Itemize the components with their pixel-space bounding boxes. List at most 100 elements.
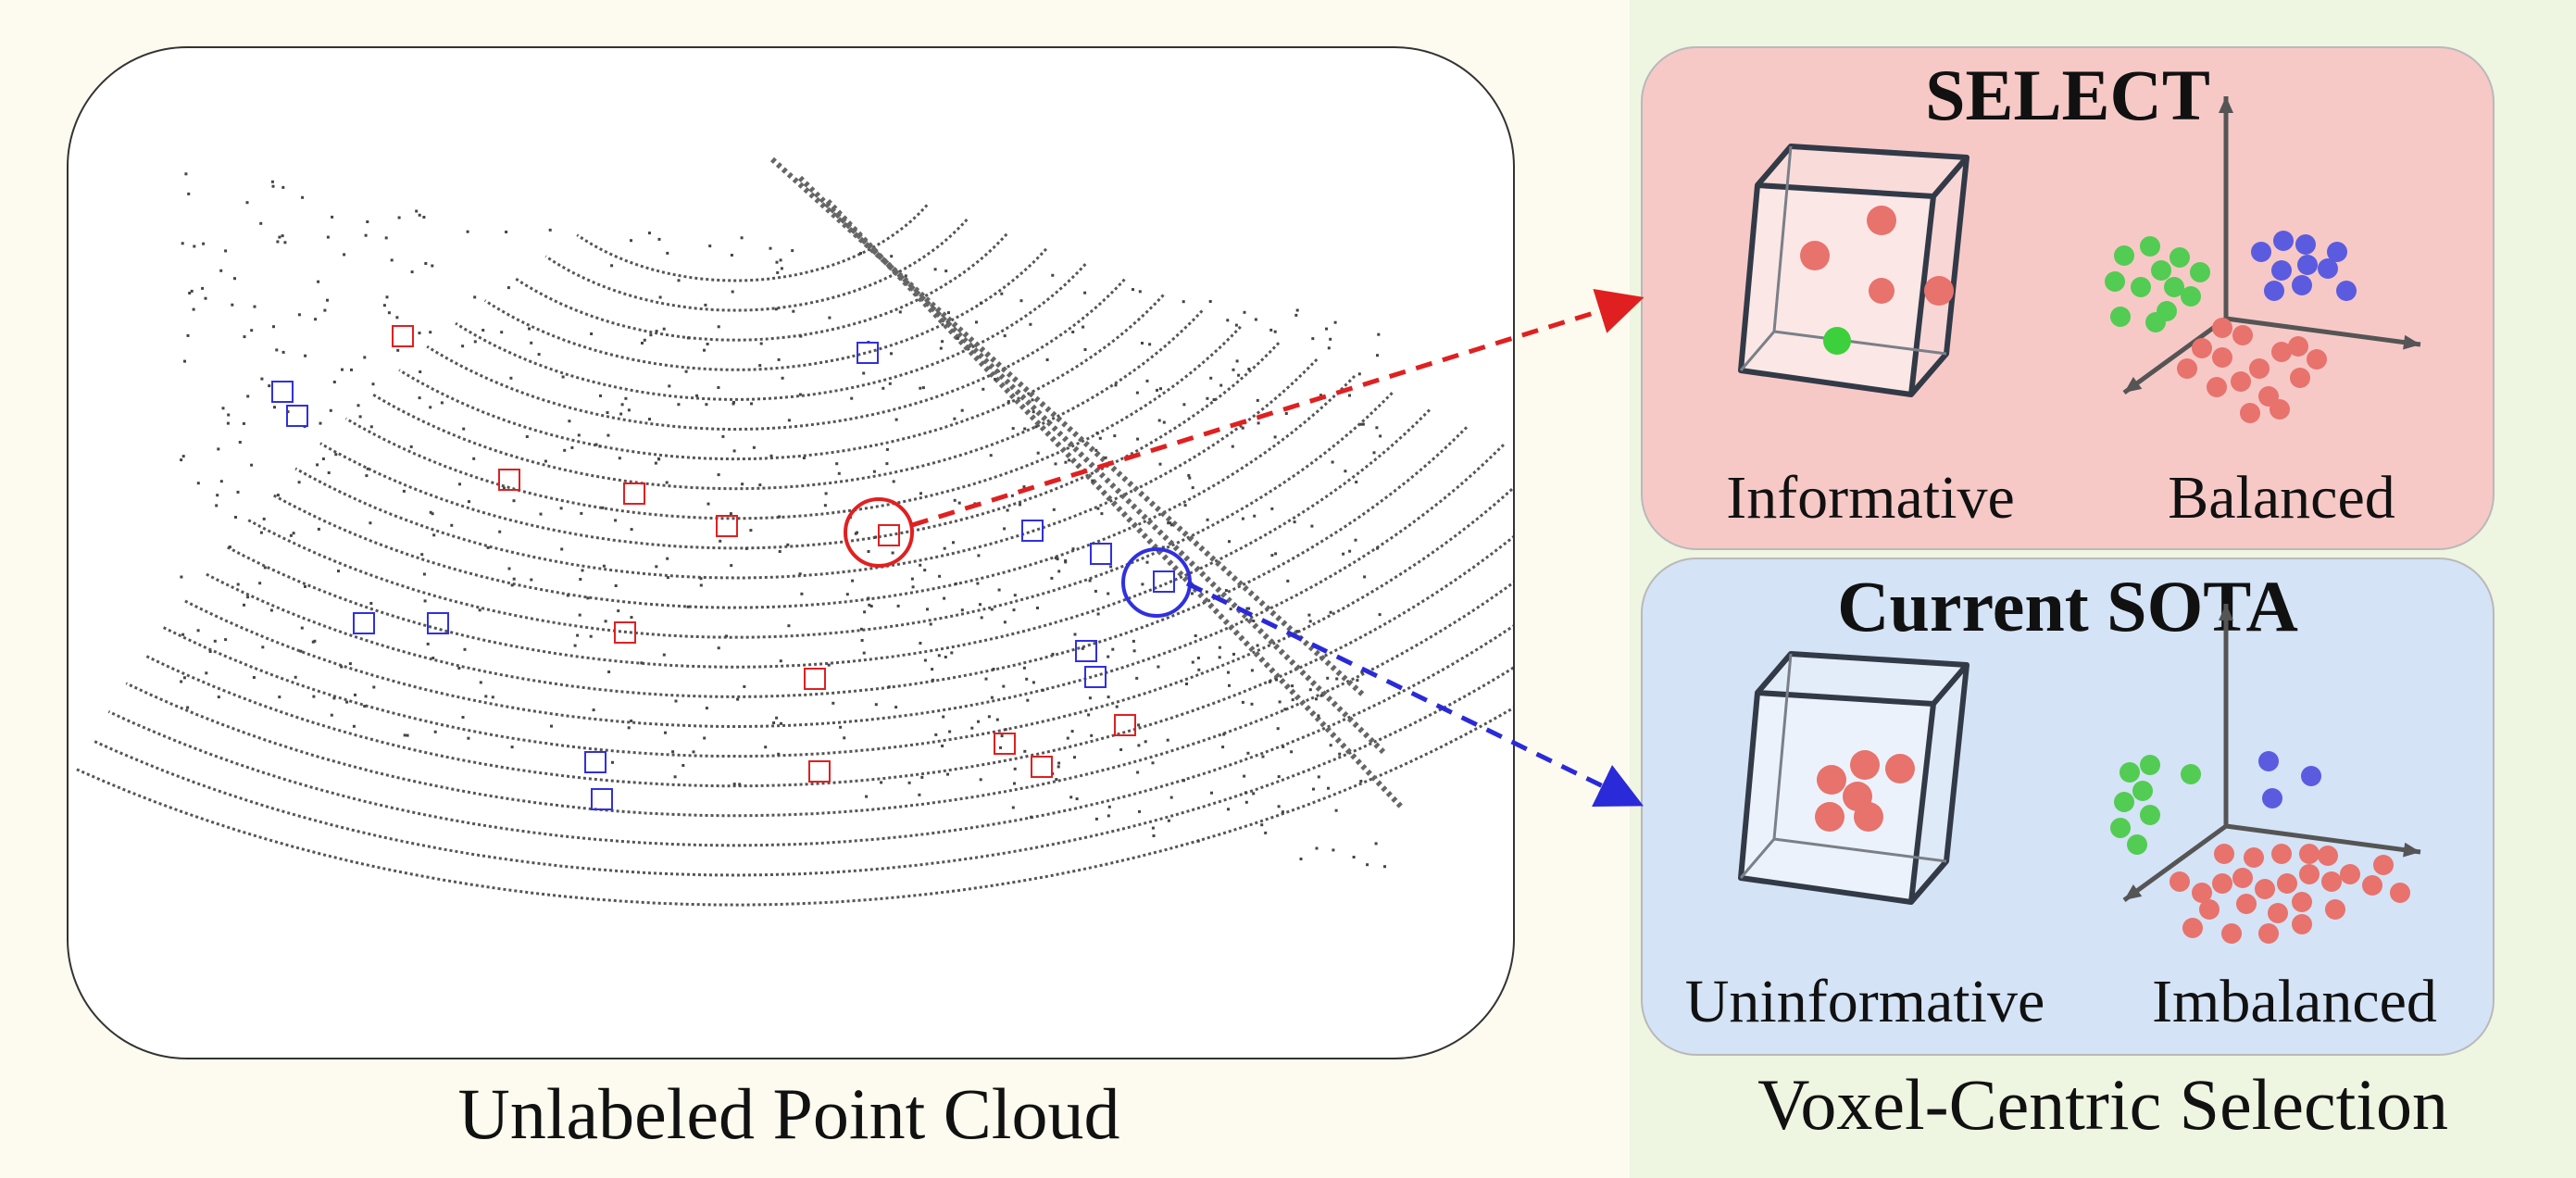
lidar-point	[577, 433, 581, 437]
lidar-point	[979, 603, 982, 607]
lidar-point	[953, 417, 957, 420]
lidar-point	[1094, 817, 1098, 821]
scatter-dot	[2110, 818, 2131, 838]
lidar-point	[1032, 410, 1035, 414]
red-object-box	[878, 524, 900, 546]
scan-ring	[107, 624, 1513, 847]
scatter-dot	[2290, 368, 2310, 388]
blue-object-box	[353, 612, 375, 634]
lidar-point	[390, 258, 394, 262]
lidar-point	[186, 333, 190, 337]
lidar-point	[440, 401, 444, 405]
lidar-point	[695, 394, 698, 397]
lidar-point	[624, 396, 628, 400]
lidar-point	[319, 421, 322, 425]
lidar-point	[1151, 761, 1155, 765]
lidar-point	[673, 775, 677, 779]
lidar-point	[779, 258, 782, 262]
lidar-point	[369, 425, 373, 429]
lidar-point	[1222, 733, 1226, 736]
lidar-point	[586, 596, 590, 600]
lidar-point	[486, 545, 490, 549]
lidar-point	[975, 320, 978, 324]
lidar-point	[301, 195, 305, 199]
lidar-point	[500, 331, 504, 334]
sota-illustration	[1738, 604, 2421, 944]
lidar-point	[272, 325, 275, 329]
lidar-point	[725, 634, 728, 638]
lidar-point	[473, 340, 477, 344]
lidar-point	[1325, 327, 1328, 331]
lidar-point	[422, 216, 426, 219]
lidar-point	[1231, 445, 1234, 448]
lidar-point	[234, 516, 237, 519]
scatter-dot	[2221, 923, 2242, 944]
lidar-point	[402, 489, 406, 493]
scatter-dot	[2321, 871, 2342, 892]
lidar-point	[350, 368, 353, 371]
lidar-point	[1329, 337, 1332, 341]
lidar-point	[1254, 318, 1257, 321]
lidar-point	[617, 609, 620, 613]
lidar-point	[1209, 376, 1213, 380]
lidar-point	[990, 608, 994, 611]
lidar-point	[999, 746, 1002, 749]
lidar-point	[1317, 714, 1320, 718]
lidar-point	[1144, 740, 1147, 744]
lidar-point	[1245, 607, 1249, 610]
lidar-point	[418, 213, 421, 217]
lidar-point	[920, 775, 924, 779]
scatter-dot	[2271, 260, 2292, 281]
lidar-point	[662, 653, 666, 657]
lidar-point	[506, 286, 510, 290]
lidar-point	[976, 582, 980, 585]
lidar-point	[273, 406, 276, 409]
lidar-point	[907, 781, 911, 784]
blue-object-box	[1090, 543, 1112, 565]
lidar-point	[1218, 656, 1221, 659]
scatter-dot	[2236, 894, 2257, 914]
lidar-point	[792, 309, 795, 313]
lidar-point	[956, 336, 959, 340]
lidar-point	[283, 241, 287, 244]
lidar-point	[1157, 665, 1160, 669]
lidar-point	[343, 253, 346, 257]
lidar-point	[299, 649, 303, 653]
lidar-point	[1376, 546, 1380, 550]
lidar-point	[1032, 681, 1035, 684]
scatter-dot	[2251, 242, 2271, 262]
lidar-point	[1374, 842, 1378, 846]
lidar-point	[977, 554, 981, 558]
lidar-point	[1036, 607, 1039, 609]
left-caption: Unlabeled Point Cloud	[457, 1073, 1120, 1154]
scatter-dot	[2192, 338, 2212, 358]
red-highlight-circle	[844, 497, 914, 568]
lidar-point	[657, 237, 661, 241]
scatter-dot	[2271, 342, 2292, 362]
lidar-point	[1286, 579, 1290, 583]
lidar-point	[1327, 786, 1330, 790]
lidar-point	[236, 583, 240, 586]
lidar-point	[1082, 325, 1085, 329]
lidar-point	[769, 246, 772, 250]
lidar-point	[779, 659, 782, 663]
lidar-point	[1187, 473, 1191, 477]
axis-arrowhead	[2219, 604, 2233, 620]
lidar-point	[888, 382, 892, 385]
lidar-point	[643, 338, 646, 342]
lidar-point	[1261, 755, 1265, 758]
lidar-point	[193, 244, 196, 248]
scan-ring	[344, 325, 1242, 520]
lidar-point	[1157, 419, 1161, 422]
lidar-point	[668, 384, 671, 388]
lidar-point	[904, 274, 907, 278]
lidar-point	[944, 269, 948, 273]
lidar-point	[1071, 331, 1075, 333]
lidar-point	[1003, 620, 1007, 624]
lidar-point	[606, 433, 610, 437]
lidar-point	[1372, 451, 1376, 455]
lidar-point	[618, 457, 621, 460]
lidar-point	[666, 576, 669, 580]
lidar-point	[326, 235, 330, 239]
lidar-point	[630, 719, 633, 722]
